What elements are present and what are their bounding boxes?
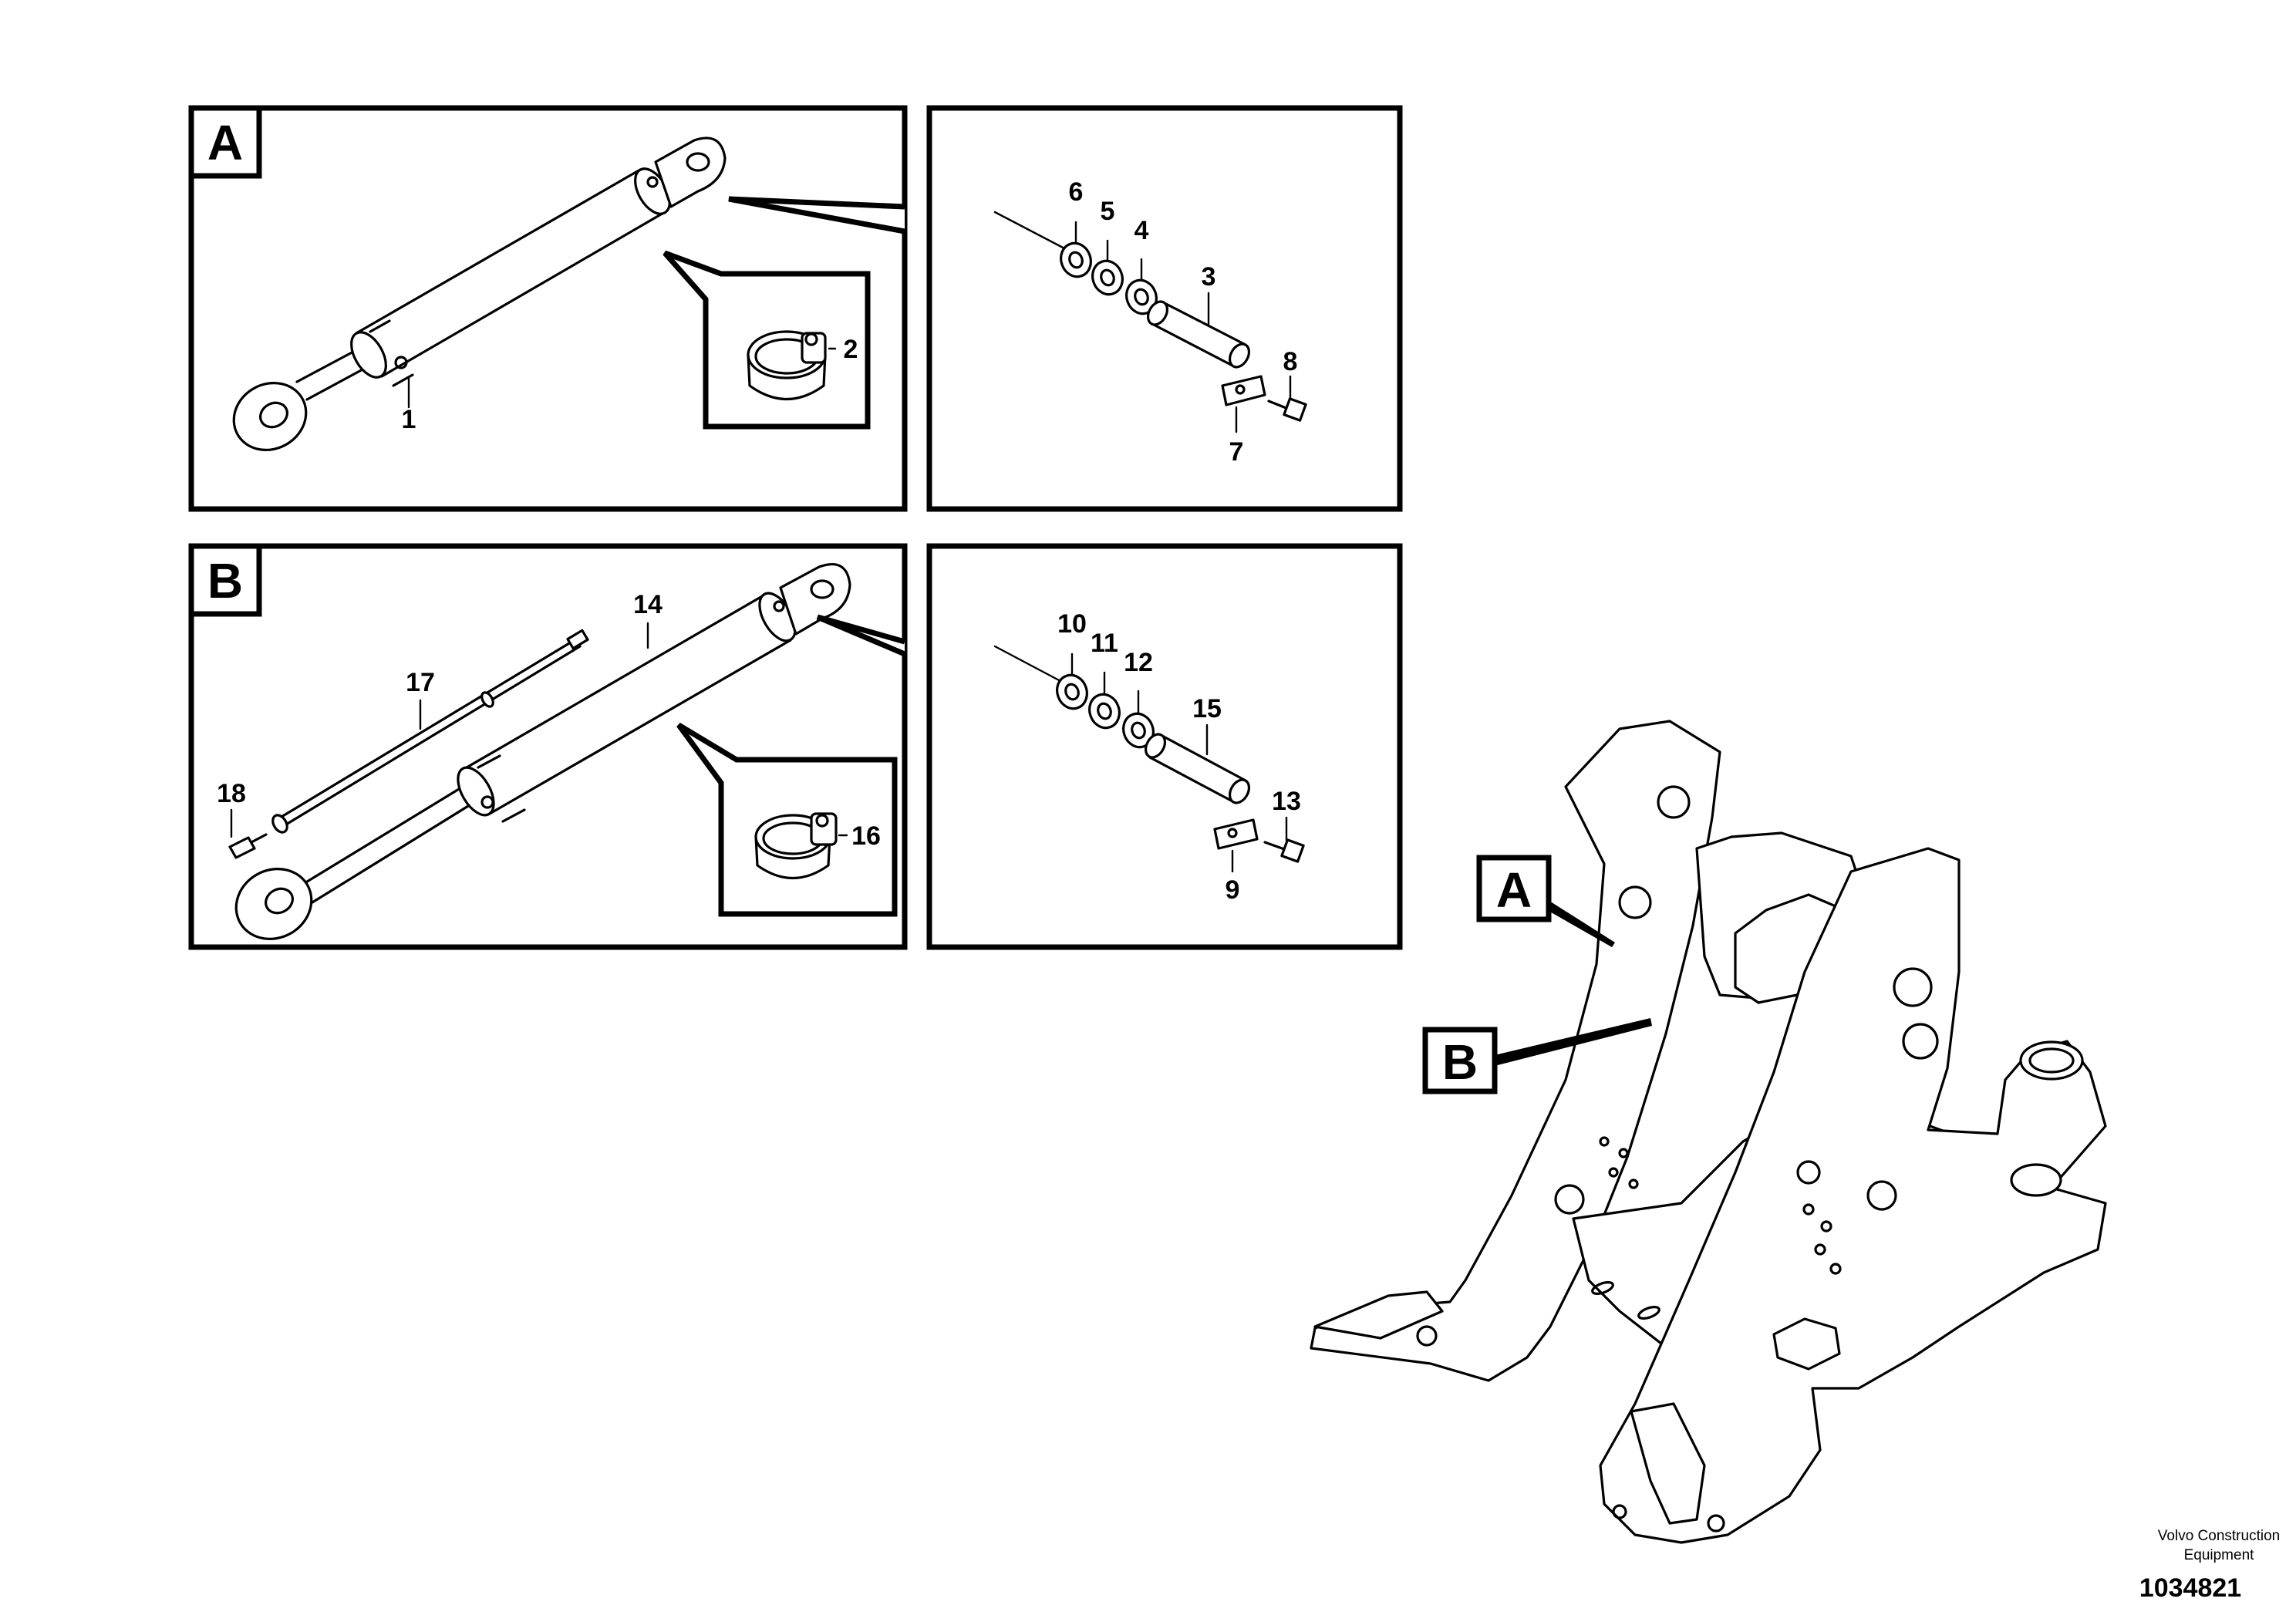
callout-6: 6 [1069,177,1084,207]
callout-18: 18 [217,779,246,808]
frame-label-a-text: A [1496,862,1532,918]
front-frame-assembly [1310,720,2107,1544]
bolt-18 [228,833,268,859]
callout-11: 11 [1091,629,1118,658]
callout-5: 5 [1101,197,1115,226]
leader-a [1547,902,1615,947]
hydraulic-cylinder-a [232,137,727,451]
hose-clamp-16 [754,812,838,879]
washer-11 [1088,693,1121,730]
callout-7: 7 [1229,437,1244,467]
callout-10: 10 [1057,609,1087,639]
callout-14: 14 [633,590,663,619]
panel-b-hardware: 10 11 12 15 13 9 [926,543,1403,950]
callout-15: 15 [1192,694,1222,723]
section-b-label: B [207,553,243,609]
section-a-label: A [207,115,243,170]
frame-label-a: A [1476,855,1552,922]
lock-plate-9 [1213,818,1259,850]
callout-8: 8 [1283,347,1298,376]
hydraulic-cylinder-b [234,563,851,940]
frame-label-b: B [1422,1027,1498,1094]
callout-12: 12 [1124,648,1153,677]
callout-2: 2 [844,335,858,364]
lock-plate-7 [1221,375,1266,406]
washer-5 [1091,259,1124,296]
part-number: 1034821 [2139,1573,2241,1603]
brand-line-2: Equipment [2184,1547,2255,1563]
bolt-8 [1267,397,1307,422]
callout-3: 3 [1202,262,1216,292]
panel-a-hardware: 6 5 4 3 8 7 [926,105,1403,512]
washer-6 [1060,241,1092,278]
callout-9: 9 [1226,875,1240,905]
callout-17: 17 [406,668,435,697]
panel-a-cylinder: A 1 2 [188,105,908,512]
callout-13: 13 [1272,787,1301,816]
brand-line-1: Volvo Construction [2158,1528,2280,1544]
bolt-13 [1263,838,1305,863]
callout-16: 16 [851,821,881,851]
panel-b-cylinder: B 14 17 18 [188,543,908,950]
callout-4: 4 [1135,216,1149,245]
frame-label-b-text: B [1442,1034,1478,1090]
callout-1: 1 [402,405,416,434]
leader-b [1495,1018,1652,1066]
washer-4 [1125,278,1158,315]
pin-15 [1144,733,1251,804]
rod-17 [271,629,589,834]
washer-10 [1056,673,1088,710]
pin-3 [1146,300,1251,369]
hose-clamp-2 [747,330,827,400]
washer-12 [1122,712,1155,749]
